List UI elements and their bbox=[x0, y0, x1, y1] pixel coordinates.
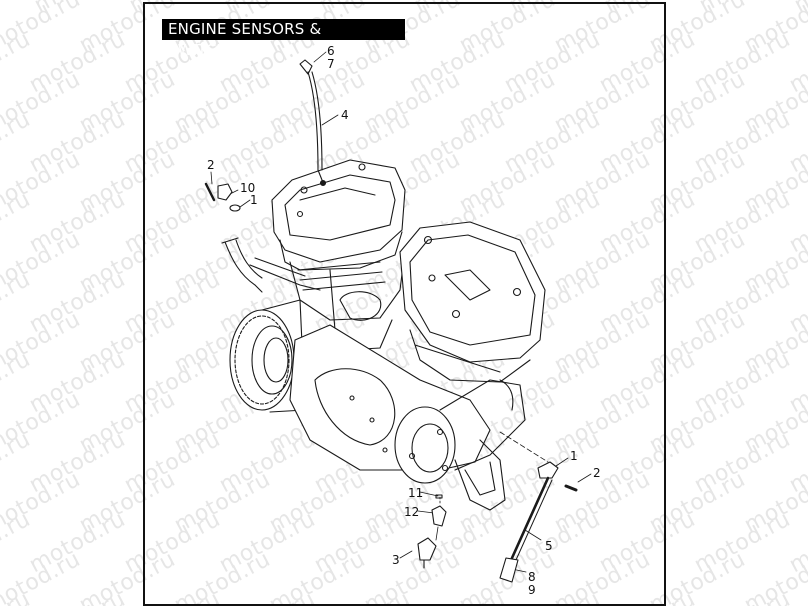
callout-4: 4 bbox=[341, 108, 349, 122]
callout-11: 11 bbox=[408, 486, 424, 500]
rear-rocker-cover bbox=[271, 159, 406, 271]
oil-pressure-switch bbox=[417, 494, 447, 569]
diagram-title: ENGINE SENSORS & SWITCHES bbox=[162, 19, 405, 59]
breather-hose bbox=[221, 237, 321, 293]
callout-6: 6 bbox=[327, 44, 335, 58]
callout-9: 9 bbox=[528, 583, 536, 597]
callout-7: 7 bbox=[327, 57, 335, 71]
sensor-assembly-left bbox=[204, 182, 241, 212]
diagram-frame bbox=[143, 2, 666, 606]
callout-12: 12 bbox=[404, 505, 420, 519]
callout-3: 3 bbox=[392, 553, 400, 567]
front-rocker-cover bbox=[399, 221, 546, 383]
leader-lines bbox=[210, 51, 592, 573]
starter-motor bbox=[394, 379, 526, 511]
callout-1: 1 bbox=[250, 193, 258, 207]
callout-2: 2 bbox=[593, 466, 601, 480]
callout-8: 8 bbox=[528, 570, 536, 584]
sensor-assembly-right bbox=[499, 461, 578, 583]
callout-5: 5 bbox=[545, 539, 553, 553]
callout-1: 1 bbox=[570, 449, 578, 463]
callout-10: 10 bbox=[240, 181, 256, 195]
sensor-cable-4 bbox=[299, 59, 327, 187]
callout-2: 2 bbox=[207, 158, 215, 172]
